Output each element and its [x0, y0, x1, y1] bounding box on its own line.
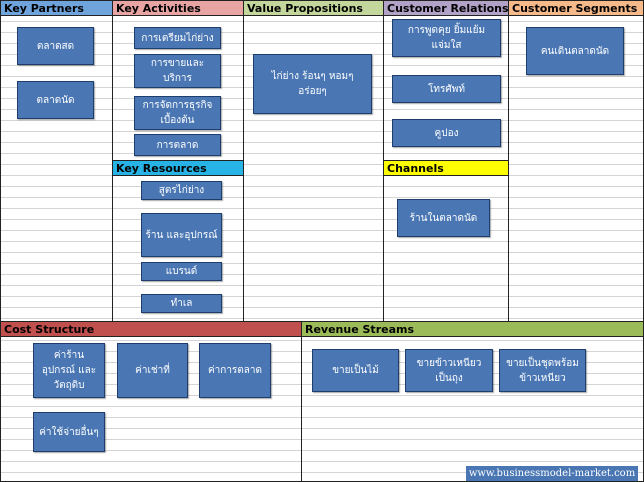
customer-segments-header: Customer Segments	[509, 1, 643, 16]
key-partner-note[interactable]: ตลาดสด	[17, 27, 94, 65]
key-activity-note[interactable]: การจัดการธุรกิจเบื้องต้น	[134, 96, 221, 130]
revenue-streams-panel: Revenue Streams ขายเป็นไม้ ขายข้าวเหนียว…	[301, 321, 644, 482]
cost-structure-header: Cost Structure	[1, 322, 301, 337]
cost-note[interactable]: ค่าการตลาด	[199, 343, 271, 398]
customer-relationship-note[interactable]: การพูดคุย ยิ้มแย้มแจ่มใส	[392, 19, 501, 57]
key-activities-panel: Key Activities การเตรียมไก่ย่าง การขายแล…	[112, 0, 244, 161]
key-resource-note[interactable]: สูตรไก่ย่าง	[141, 181, 222, 200]
cost-structure-panel: Cost Structure ค่าร้าน อุปกรณ์ และวัตถุด…	[0, 321, 302, 482]
revenue-note[interactable]: ขายข้าวเหนียวเป็นถุง	[405, 349, 493, 392]
key-partners-header: Key Partners	[1, 1, 112, 16]
key-activities-header: Key Activities	[113, 1, 243, 16]
revenue-streams-header: Revenue Streams	[302, 322, 643, 337]
key-resource-note[interactable]: แบรนด์	[141, 262, 222, 281]
key-partners-panel: Key Partners ตลาดสด ตลาดนัด	[0, 0, 113, 322]
key-activity-note[interactable]: การขายและบริการ	[134, 54, 221, 88]
value-propositions-panel: Value Propositions ไก่ย่าง ร้อนๆ หอมๆ อร…	[243, 0, 384, 322]
key-resource-note[interactable]: ร้าน และอุปกรณ์	[141, 213, 222, 257]
customer-relationships-panel: Customer Relationships การพูดคุย ยิ้มแย้…	[383, 0, 509, 161]
footer-url: www.businessmodel-market.com	[466, 466, 638, 481]
key-resources-panel: Key Resources สูตรไก่ย่าง ร้าน และอุปกรณ…	[112, 160, 244, 322]
key-activity-note[interactable]: การเตรียมไก่ย่าง	[134, 27, 221, 49]
cost-note[interactable]: ค่าร้าน อุปกรณ์ และวัตถุดิบ	[33, 343, 105, 398]
customer-relationships-header: Customer Relationships	[384, 1, 508, 16]
key-activity-note[interactable]: การตลาด	[134, 134, 221, 156]
customer-segment-note[interactable]: คนเดินตลาดนัด	[526, 27, 624, 75]
key-resource-note[interactable]: ทำเล	[141, 294, 222, 313]
value-proposition-note[interactable]: ไก่ย่าง ร้อนๆ หอมๆ อร่อยๆ	[253, 54, 372, 114]
customer-relationship-note[interactable]: คูปอง	[392, 119, 501, 147]
revenue-note[interactable]: ขายเป็นไม้	[312, 349, 399, 392]
value-propositions-header: Value Propositions	[244, 1, 383, 16]
channels-panel: Channels ร้านในตลาดนัด	[383, 160, 509, 322]
channel-note[interactable]: ร้านในตลาดนัด	[397, 199, 490, 237]
revenue-note[interactable]: ขายเป็นชุดพร้อมข้าวเหนียว	[499, 349, 586, 392]
customer-segments-panel: Customer Segments คนเดินตลาดนัด	[508, 0, 644, 322]
channels-header: Channels	[384, 161, 508, 176]
cost-note[interactable]: ค่าเช่าที่	[117, 343, 188, 398]
cost-note[interactable]: ค่าใช้จ่ายอื่นๆ	[33, 412, 105, 452]
key-partner-note[interactable]: ตลาดนัด	[17, 81, 94, 119]
key-resources-header: Key Resources	[113, 161, 243, 176]
customer-relationship-note[interactable]: โทรศัพท์	[392, 75, 501, 103]
